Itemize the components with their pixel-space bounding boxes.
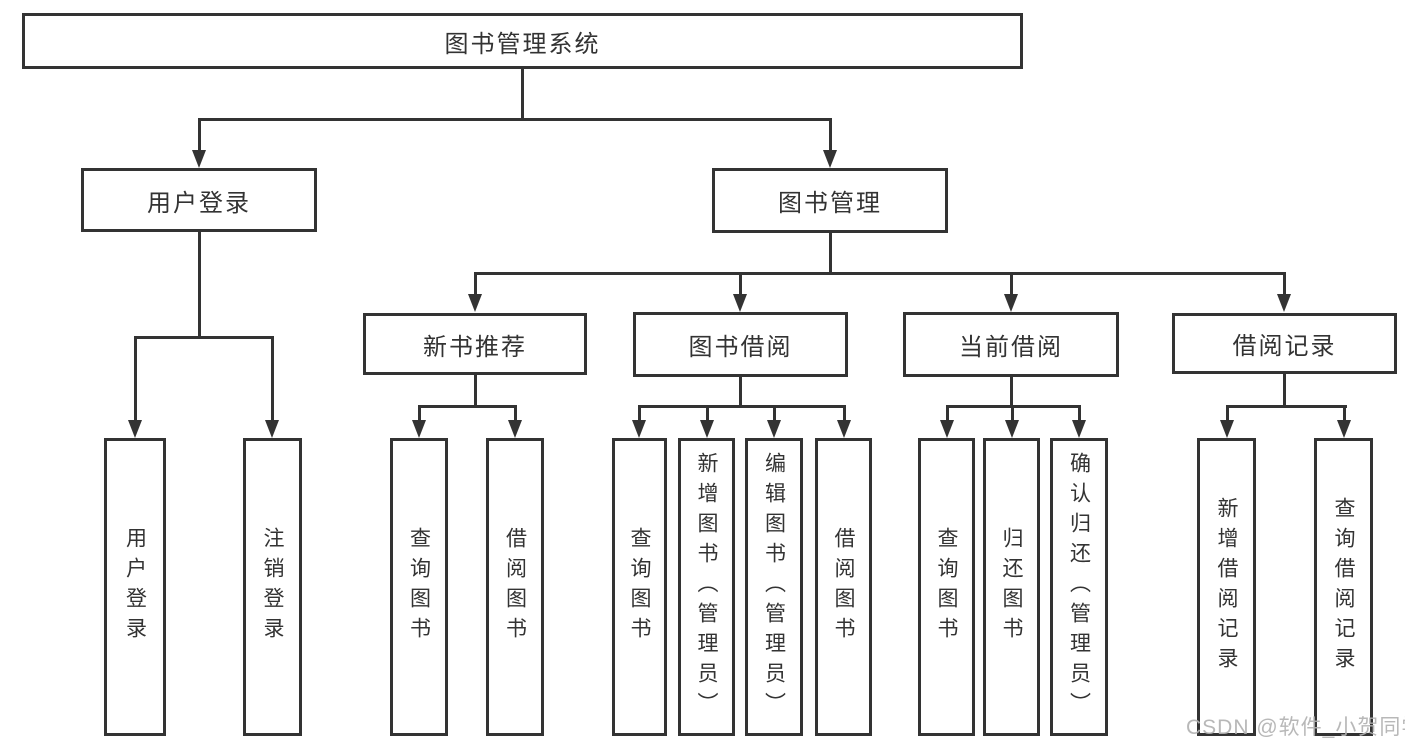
node-user-login: 用户登录 bbox=[81, 168, 317, 232]
leaf-label: 查询图书 bbox=[935, 527, 958, 647]
arrow-down-leaf bbox=[767, 420, 781, 438]
connector-user-login-bus bbox=[133, 335, 274, 339]
connector-drop-level3 bbox=[738, 271, 742, 297]
connector-book-borrow-stem bbox=[738, 377, 742, 407]
leaf-logout: 注销登录 bbox=[243, 438, 302, 736]
connector-drop-leaf bbox=[270, 335, 274, 422]
node-user-login-label: 用户登录 bbox=[147, 189, 251, 217]
node-borrow-record-label: 借阅记录 bbox=[1232, 333, 1337, 360]
connector-drop-book-management bbox=[828, 117, 832, 153]
leaf-label: 查询图书 bbox=[407, 527, 431, 647]
connector-drop-user-login bbox=[197, 117, 201, 153]
connector-book-borrow-bus bbox=[637, 404, 846, 408]
leaf-label: 查询借阅记录 bbox=[1332, 497, 1355, 677]
arrow-down-leaf bbox=[632, 420, 646, 438]
connector-drop-leaf bbox=[1077, 404, 1081, 423]
arrow-down-leaf bbox=[265, 420, 279, 438]
node-book-management: 图书管理 bbox=[712, 168, 948, 233]
leaf-label: 借阅图书 bbox=[503, 527, 527, 647]
csdn-watermark: CSDN @软件_小贺同学 bbox=[1186, 716, 1405, 739]
connector-book-management-stem bbox=[828, 233, 832, 274]
leaf-confirm-return-admin: 确认归还（管理员） bbox=[1050, 438, 1108, 736]
arrow-down-book-management bbox=[823, 150, 837, 168]
leaf-query-books-borrow: 查询图书 bbox=[612, 438, 667, 736]
connector-root-stem bbox=[520, 69, 524, 120]
connector-new-book-bus bbox=[417, 404, 517, 408]
leaf-label: 新增图书（管理员） bbox=[695, 452, 718, 722]
connector-drop-leaf bbox=[705, 404, 709, 423]
connector-drop-leaf bbox=[772, 404, 776, 423]
node-current-borrow-label: 当前借阅 bbox=[959, 334, 1063, 361]
arrow-down-level3 bbox=[1277, 294, 1291, 312]
node-new-book-recommend: 新书推荐 bbox=[363, 313, 587, 375]
leaf-label: 确认归还（管理员） bbox=[1067, 452, 1091, 722]
arrow-down-leaf bbox=[128, 420, 142, 438]
connector-drop-leaf bbox=[842, 404, 846, 423]
node-borrow-record: 借阅记录 bbox=[1172, 313, 1397, 374]
leaf-label: 编辑图书（管理员） bbox=[762, 452, 786, 722]
leaf-label: 归还图书 bbox=[1000, 527, 1023, 647]
connector-drop-leaf bbox=[1010, 404, 1014, 423]
connector-drop-level3 bbox=[1282, 271, 1286, 297]
node-current-borrow: 当前借阅 bbox=[903, 312, 1119, 377]
arrow-down-level3 bbox=[468, 294, 482, 312]
node-new-book-recommend-label: 新书推荐 bbox=[423, 333, 527, 361]
leaf-return-books: 归还图书 bbox=[983, 438, 1040, 736]
connector-drop-leaf bbox=[945, 404, 949, 423]
connector-borrow-record-bus bbox=[1225, 404, 1347, 408]
connector-root-bus bbox=[197, 117, 832, 121]
arrow-down-level3 bbox=[733, 294, 747, 312]
connector-drop-leaf bbox=[513, 404, 517, 423]
leaf-query-borrow-record: 查询借阅记录 bbox=[1314, 438, 1373, 736]
leaf-query-books-recommend: 查询图书 bbox=[390, 438, 448, 736]
leaf-label: 注销登录 bbox=[261, 527, 284, 647]
arrow-down-user-login bbox=[192, 150, 206, 168]
arrow-down-leaf bbox=[700, 420, 714, 438]
leaf-user-login: 用户登录 bbox=[104, 438, 166, 736]
leaf-add-books-admin: 新增图书（管理员） bbox=[678, 438, 735, 736]
arrow-down-level3 bbox=[1004, 294, 1018, 312]
arrow-down-leaf bbox=[1220, 420, 1234, 438]
leaf-borrow-books: 借阅图书 bbox=[815, 438, 872, 736]
node-book-borrow: 图书借阅 bbox=[633, 312, 848, 377]
connector-drop-leaf bbox=[1342, 404, 1346, 423]
leaf-add-borrow-record: 新增借阅记录 bbox=[1197, 438, 1256, 736]
arrow-down-leaf bbox=[1005, 420, 1019, 438]
leaf-label: 查询图书 bbox=[628, 527, 651, 647]
arrow-down-leaf bbox=[508, 420, 522, 438]
leaf-label: 用户登录 bbox=[123, 527, 147, 647]
leaf-label: 借阅图书 bbox=[832, 527, 855, 647]
connector-new-book-stem bbox=[473, 375, 477, 407]
connector-level3-bus bbox=[473, 271, 1286, 275]
arrow-down-leaf bbox=[837, 420, 851, 438]
node-root: 图书管理系统 bbox=[22, 13, 1023, 69]
connector-drop-level3 bbox=[1009, 271, 1013, 297]
connector-drop-leaf bbox=[1225, 404, 1229, 423]
node-root-label: 图书管理系统 bbox=[444, 30, 601, 58]
arrow-down-leaf bbox=[940, 420, 954, 438]
connector-drop-leaf bbox=[417, 404, 421, 423]
connector-drop-level3 bbox=[473, 271, 477, 297]
leaf-edit-books-admin: 编辑图书（管理员） bbox=[745, 438, 803, 736]
arrow-down-leaf bbox=[412, 420, 426, 438]
node-book-management-label: 图书管理 bbox=[778, 190, 882, 217]
connector-current-borrow-stem bbox=[1009, 377, 1013, 407]
leaf-query-books-current: 查询图书 bbox=[918, 438, 975, 736]
connector-user-login-stem bbox=[197, 232, 201, 338]
leaf-borrow-books-recommend: 借阅图书 bbox=[486, 438, 544, 736]
arrow-down-leaf bbox=[1072, 420, 1086, 438]
connector-drop-leaf bbox=[133, 335, 137, 422]
leaf-label: 新增借阅记录 bbox=[1215, 497, 1238, 677]
connector-drop-leaf bbox=[637, 404, 641, 423]
connector-borrow-record-stem bbox=[1282, 374, 1286, 407]
node-book-borrow-label: 图书借阅 bbox=[688, 334, 793, 361]
arrow-down-leaf bbox=[1337, 420, 1351, 438]
